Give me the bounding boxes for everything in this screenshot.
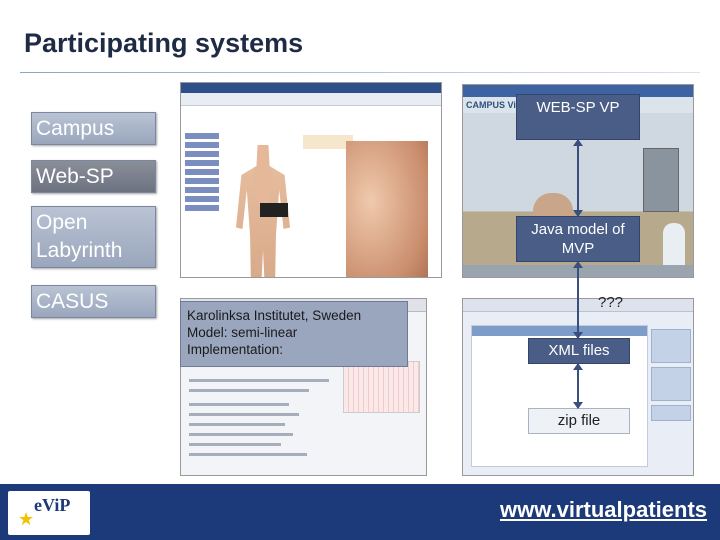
footer-band — [0, 484, 720, 540]
note-line-2: Model: semi-linear — [187, 325, 298, 340]
casus-note-box: Karolinksa Institutet, Sweden Model: sem… — [180, 301, 408, 367]
vp-java-arrow — [573, 139, 583, 217]
casus-text-line — [189, 423, 285, 426]
vp-doctor-figure — [663, 223, 685, 277]
chest-photo-image — [346, 141, 428, 277]
java-xml-arrow — [573, 261, 583, 339]
slide-title: Participating systems — [24, 28, 304, 58]
evip-logo: ★ eViP — [8, 491, 90, 535]
casus-text-line — [189, 453, 307, 456]
mvp-side-box — [651, 405, 691, 421]
java-model-tag: Java model of MVP — [516, 216, 640, 262]
websp-vp-tag: WEB-SP VP — [516, 94, 640, 140]
websp-caption-box — [303, 135, 353, 149]
websp-nav-bar — [181, 93, 441, 106]
mvp-side-box — [651, 329, 691, 363]
websp-sidebar — [185, 133, 227, 273]
system-label-campus[interactable]: Campus — [31, 112, 156, 145]
system-label-open-labyrinth[interactable]: Open Labyrinth — [31, 206, 156, 268]
system-label-casus[interactable]: CASUS — [31, 285, 156, 318]
xml-files-tag: XML files — [528, 338, 630, 364]
casus-text-line — [189, 389, 309, 392]
note-line-1: Karolinksa Institutet, Sweden — [187, 308, 362, 323]
casus-text-line — [189, 403, 289, 406]
xml-zip-arrow — [573, 363, 583, 409]
note-line-3: Implementation: — [187, 342, 284, 357]
casus-text-line — [189, 443, 281, 446]
evip-logo-text: eViP — [34, 495, 71, 515]
websp-screenshot — [180, 82, 442, 278]
vp-logo: CAMPUS Virtual P — [466, 100, 544, 110]
casus-text-line — [189, 433, 293, 436]
star-icon: ★ — [18, 509, 35, 529]
title-divider — [20, 72, 700, 73]
zip-file-tag: zip file — [528, 408, 630, 434]
casus-text-line — [189, 379, 329, 382]
unknown-label: ??? — [598, 294, 624, 311]
websp-title-bar — [181, 83, 441, 93]
footer-url-link[interactable]: www.virtualpatients — [500, 497, 708, 522]
body-figure-briefs — [260, 203, 288, 217]
ecg-strip-image — [343, 361, 420, 413]
system-label-websp[interactable]: Web-SP — [31, 160, 156, 193]
vp-cabinet — [643, 148, 679, 212]
mvp-side-box — [651, 367, 691, 401]
casus-text-line — [189, 413, 299, 416]
